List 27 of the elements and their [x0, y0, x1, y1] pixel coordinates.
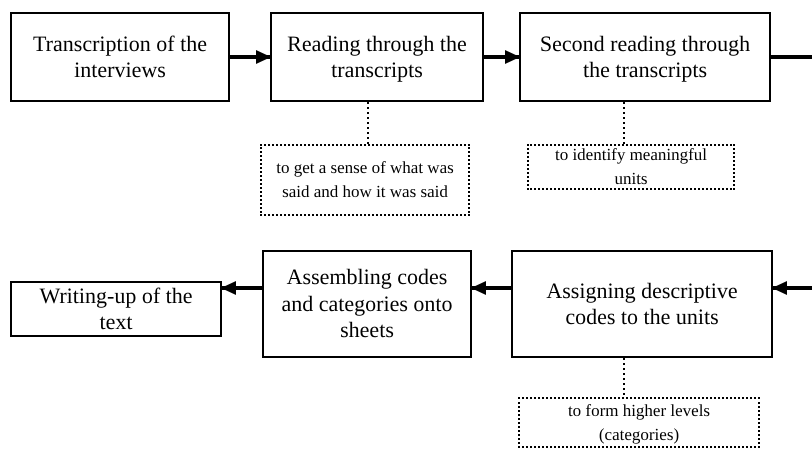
process-box: [519, 12, 771, 102]
arrow: [230, 50, 271, 64]
dotted-line: [623, 102, 625, 144]
dotted-line: [367, 102, 369, 144]
box-label: Assembling codes and categories onto sheets: [280, 264, 454, 344]
process-box: [511, 250, 773, 358]
box-label: Second reading through the transcripts: [538, 30, 752, 84]
dotted-line: [623, 358, 625, 397]
process-box: [262, 250, 472, 358]
process-box: [10, 281, 222, 337]
process-box: [10, 12, 230, 102]
box-label: Writing-up of the text: [38, 282, 194, 336]
box-label: Reading through the transcripts: [286, 30, 468, 84]
box-label: to identify meaningful units: [554, 144, 708, 190]
process-box: [270, 12, 484, 102]
box-label: Transcription of the interviews: [32, 30, 208, 84]
box-label: to form higher levels (categories): [566, 400, 712, 446]
arrow: [772, 281, 812, 295]
box-label: Assigning descriptive codes to the units: [545, 278, 739, 330]
arrow: [471, 281, 511, 295]
line: [771, 55, 812, 59]
note-box: [260, 144, 470, 216]
box-label: to get a sense of what was said and how it was said: [275, 157, 455, 203]
arrow: [484, 50, 520, 64]
arrow: [221, 281, 262, 295]
note-box: [527, 144, 735, 190]
note-box: [518, 397, 760, 448]
